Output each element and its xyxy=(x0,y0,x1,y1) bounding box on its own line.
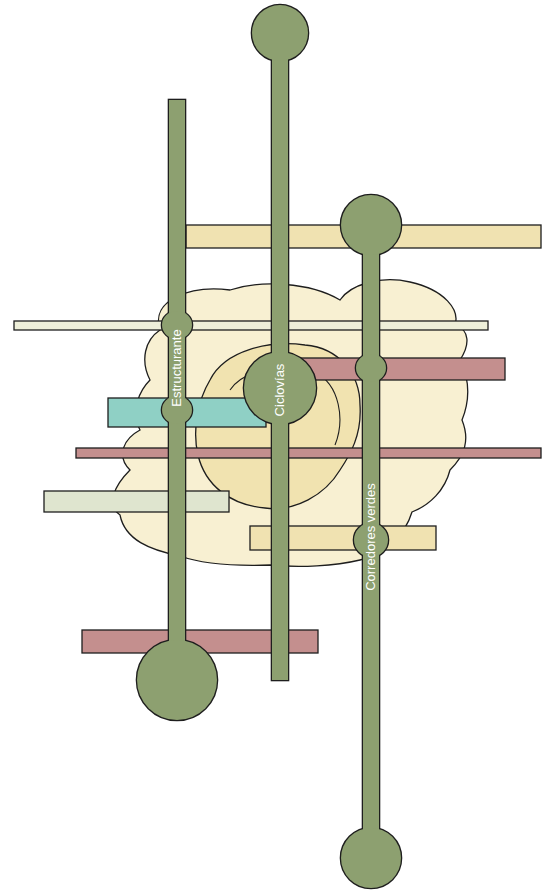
band-pale xyxy=(14,321,488,330)
corridor-shape xyxy=(363,225,379,858)
corridor-shape xyxy=(341,828,401,888)
corridor-label: Estructurante xyxy=(170,329,184,406)
corridor-shape xyxy=(169,100,185,680)
corridor-label: Corredores verdes xyxy=(364,483,378,591)
corridor-label: Ciclovías xyxy=(273,364,287,417)
corridor-outline xyxy=(135,98,219,722)
corridor-bar: Estructurante xyxy=(135,98,219,722)
corridor-shape xyxy=(356,354,386,382)
corridor-shape xyxy=(356,354,386,382)
corridor-shape xyxy=(341,195,401,255)
band-pink xyxy=(300,358,505,380)
corridor-shape xyxy=(252,5,308,61)
band-pink-thin xyxy=(76,448,541,458)
corridor-outline xyxy=(242,3,318,682)
corridor-shape xyxy=(341,828,401,888)
corridor-shape xyxy=(363,225,379,858)
corridor-shape xyxy=(169,100,185,680)
corridor-bar: Corredores verdes xyxy=(339,193,403,890)
corridor-shape xyxy=(137,640,217,720)
corridor-shape xyxy=(341,195,401,255)
corridor-shape xyxy=(137,640,217,720)
corridor-shape xyxy=(244,352,316,424)
corridor-shape xyxy=(252,5,308,61)
corridor-shape xyxy=(244,352,316,424)
corridor-bar: Ciclovías xyxy=(242,3,318,682)
band-pale-green xyxy=(44,491,229,512)
